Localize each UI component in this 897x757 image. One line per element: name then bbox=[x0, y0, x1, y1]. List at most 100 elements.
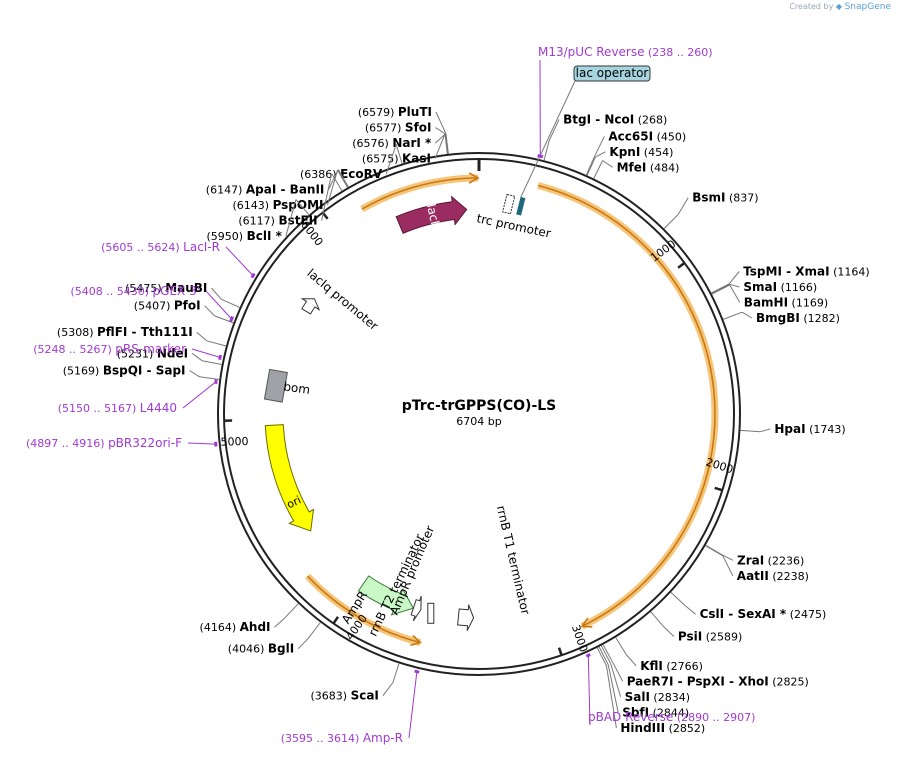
enzyme-label: SalI (2834) bbox=[625, 690, 690, 704]
enzyme-position: (6575) bbox=[362, 153, 402, 166]
primer-mark bbox=[229, 315, 234, 323]
enzyme-leader bbox=[612, 662, 624, 682]
laci-arrow bbox=[395, 195, 468, 234]
enzyme-site-paer7i: PaeR7I - PspXI - XhoI (2825) bbox=[602, 644, 809, 688]
enzyme-tick bbox=[337, 169, 349, 188]
enzyme-leader bbox=[189, 370, 200, 378]
primer-prs-marker: (5248 .. 5267) pRS-marker bbox=[33, 342, 223, 361]
enzyme-site-aatii: AatII (2238) bbox=[705, 545, 809, 583]
ruler-tick bbox=[677, 261, 686, 269]
enzyme-leader bbox=[211, 287, 222, 300]
feature-label: bom bbox=[283, 379, 311, 397]
primer-l4440: (5150 .. 5167) L4440 bbox=[58, 379, 218, 415]
enzyme-site-smai: SmaI (1166) bbox=[711, 280, 817, 294]
enzyme-leader bbox=[607, 664, 619, 713]
enzyme-label: (5169) BspQI - SapI bbox=[63, 364, 186, 378]
enzyme-name: KflI bbox=[640, 659, 663, 673]
enzyme-label: ZraI (2236) bbox=[737, 553, 804, 567]
enzyme-leader bbox=[191, 352, 203, 362]
enzyme-position: (2852) bbox=[665, 722, 705, 735]
enzyme-leader bbox=[663, 626, 675, 637]
enzyme-site-pluti: (6579) PluTI bbox=[358, 105, 449, 154]
enzyme-name: BglI bbox=[268, 642, 294, 656]
laciq-promoter-arrow bbox=[300, 298, 321, 315]
enzyme-name: - bbox=[725, 674, 738, 688]
enzyme-tick bbox=[723, 311, 743, 320]
enzyme-tick bbox=[337, 169, 348, 188]
enzyme-tick bbox=[202, 360, 222, 365]
orf-arrowhead bbox=[580, 617, 593, 628]
enzyme-name: PfoI bbox=[174, 299, 201, 313]
enzyme-leader bbox=[321, 173, 333, 221]
primer-name: Amp-R bbox=[363, 731, 403, 745]
primer-leader bbox=[191, 348, 221, 358]
enzyme-site-bcli: (5950) BclI * bbox=[207, 199, 310, 243]
enzyme-name: NdeI bbox=[157, 346, 188, 360]
enzyme-position: (5475) bbox=[125, 282, 165, 295]
enzyme-label: (5308) PflFI - Tth111I bbox=[57, 325, 193, 339]
enzyme-tick bbox=[444, 134, 448, 154]
primer-mark bbox=[214, 441, 218, 447]
enzyme-name: - bbox=[673, 674, 686, 688]
enzyme-leader bbox=[204, 305, 215, 317]
enzyme-label: BtgI - NcoI (268) bbox=[563, 112, 667, 126]
enzyme-label: (6575) KasI bbox=[362, 152, 431, 166]
enzyme-label: (6117) BstEII bbox=[238, 214, 317, 228]
enzyme-site-btgi: BtgI - NcoI (268) bbox=[543, 112, 667, 161]
enzyme-leader bbox=[602, 160, 613, 168]
ruler-tick bbox=[714, 486, 723, 492]
enzyme-label: (4164) AhdI bbox=[200, 620, 271, 634]
enzyme-name: - bbox=[591, 112, 604, 126]
enzyme-tick bbox=[199, 376, 220, 380]
orf-arrowhead bbox=[468, 172, 480, 184]
enzyme-leader bbox=[677, 197, 689, 215]
enzyme-name: BsmI bbox=[692, 191, 725, 205]
enzyme-tick bbox=[543, 140, 550, 161]
primer-leader bbox=[587, 655, 591, 726]
credit-brand: SnapGene bbox=[844, 2, 891, 12]
enzyme-tick bbox=[392, 663, 400, 683]
enzyme-site-ahdi: (4164) AhdI bbox=[200, 603, 299, 634]
enzyme-leader bbox=[760, 428, 771, 433]
enzyme-tick bbox=[600, 645, 612, 664]
ruler-tick bbox=[557, 647, 563, 656]
enzyme-name: AatII bbox=[737, 569, 769, 583]
orf-layer bbox=[304, 172, 719, 646]
enzyme-name: PsiI bbox=[678, 630, 702, 644]
enzyme-leader bbox=[605, 665, 617, 728]
enzyme-position: (6117) bbox=[238, 215, 278, 228]
enzyme-position: (5308) bbox=[57, 326, 97, 339]
enzyme-tick bbox=[740, 429, 761, 433]
enzyme-tick bbox=[711, 283, 730, 294]
primer-pbr322ori-f: (4897 .. 4916) pBR322ori-F bbox=[26, 436, 218, 450]
enzyme-label: (4046) BglI bbox=[228, 642, 294, 656]
enzyme-position: (1169) bbox=[788, 297, 828, 310]
enzyme-position: (1166) bbox=[777, 281, 817, 294]
enzyme-name: - bbox=[782, 265, 795, 279]
feature-label: ori bbox=[285, 493, 304, 511]
enzyme-name: PflFI bbox=[97, 325, 127, 339]
enzyme-site-bspqi: (5169) BspQI - SapI bbox=[63, 364, 220, 380]
enzyme-leader bbox=[285, 199, 297, 237]
primer-range: (3595 .. 3614) bbox=[281, 732, 363, 745]
enzyme-site-csli: CslI - SexAI * (2475) bbox=[670, 592, 826, 621]
primer-amp-r: (3595 .. 3614) Amp-R bbox=[281, 669, 420, 745]
primer-range: (5605 .. 5624) bbox=[101, 241, 183, 254]
enzyme-tick bbox=[295, 199, 310, 216]
enzyme-label: (6143) PspOMI bbox=[232, 198, 323, 212]
enzyme-name: NcoI bbox=[604, 112, 634, 126]
primer-range: (238 .. 260) bbox=[645, 46, 713, 59]
enzyme-position: (2766) bbox=[663, 660, 703, 673]
enzyme-position: (837) bbox=[725, 192, 758, 205]
primer-layer: M13/pUC Reverse (238 .. 260)(5605 .. 562… bbox=[26, 45, 755, 745]
trc-promoter-box bbox=[502, 193, 516, 215]
enzyme-site-psii: PsiI (2589) bbox=[650, 611, 742, 644]
enzyme-label: SmaI (1166) bbox=[743, 280, 817, 294]
primer-label: (5248 .. 5267) pRS-marker bbox=[33, 342, 186, 356]
primer-name: LacI-R bbox=[183, 240, 220, 254]
enzyme-position: (4164) bbox=[200, 621, 240, 634]
primer-mark bbox=[218, 354, 223, 361]
enzyme-leader bbox=[722, 555, 734, 577]
